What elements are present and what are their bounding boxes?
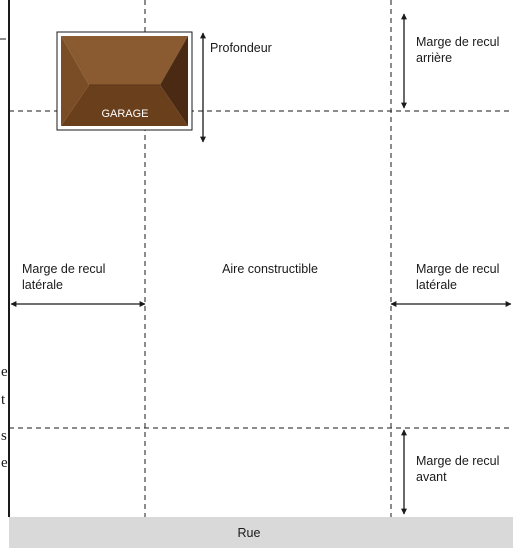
street-label: Rue (238, 526, 261, 540)
rear-setback-label-line2: arrière (416, 51, 452, 65)
garage: GARAGE (56, 31, 193, 131)
front-setback-label-line2: avant (416, 470, 447, 484)
edge-fragment-1: e (1, 364, 8, 380)
left-side-setback-label-line2: latérale (22, 278, 63, 292)
front-setback-label-line1: Marge de recul (416, 454, 499, 468)
street-band (9, 517, 513, 548)
left-edge-text-fragments: e t s e (0, 38, 8, 471)
garage-roof-top (61, 36, 188, 85)
buildable-area-label: Aire constructible (222, 262, 318, 276)
garage-roof-left (61, 36, 89, 126)
depth-label: Profondeur (210, 41, 272, 55)
garage-roof-right (160, 36, 188, 126)
rear-setback-label-line1: Marge de recul (416, 35, 499, 49)
right-side-setback-label-line1: Marge de recul (416, 262, 499, 276)
edge-fragment-4: e (1, 455, 8, 471)
edge-fragment-3: s (1, 428, 7, 444)
right-side-setback-label-line2: latérale (416, 278, 457, 292)
edge-fragment-2: t (1, 392, 6, 408)
left-side-setback-label-line1: Marge de recul (22, 262, 105, 276)
garage-roof-bottom (61, 85, 188, 126)
garage-label: GARAGE (101, 108, 148, 120)
